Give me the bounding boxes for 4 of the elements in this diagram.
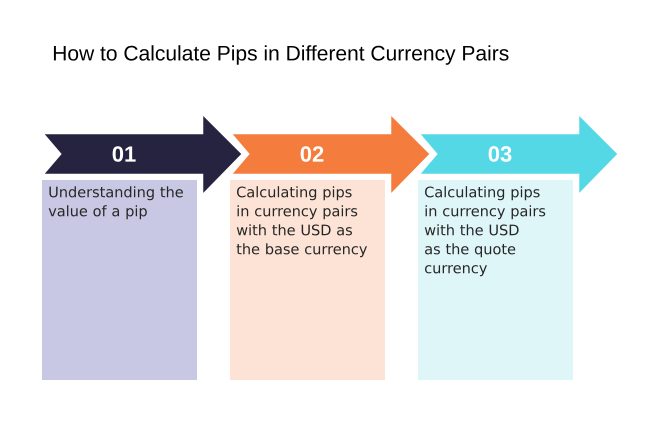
text-panel: Calculating pips in currency pairs with the USD as the base currency bbox=[230, 180, 385, 380]
text-panel: Calculating pips in currency pairs with the USD as the quote currency bbox=[418, 180, 573, 380]
text-panel: Understanding the value of a pip bbox=[42, 180, 197, 380]
title: How to Calculate Pips in Different Currency Pairs bbox=[54, 45, 508, 65]
